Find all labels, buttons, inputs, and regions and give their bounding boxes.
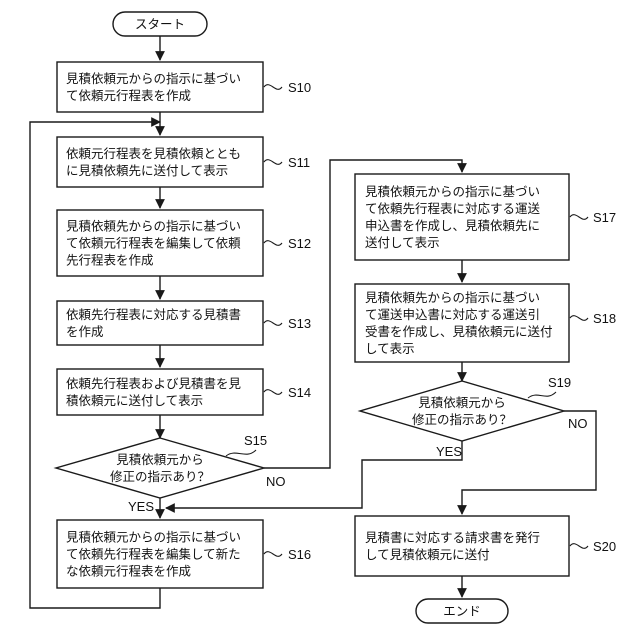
decision-s19: 見積依頼元から修正の指示あり？ S19 NO YES [360, 375, 588, 459]
text-line: 受書を作成し、見積依頼元に送付 [365, 324, 553, 339]
step-s14-leader [264, 390, 282, 395]
step-s12-id: S12 [288, 236, 311, 251]
text-line: て依頼先行程表に対応する運送 [365, 201, 541, 216]
start-label: スタート [135, 17, 185, 32]
text-line: を作成 [66, 324, 104, 339]
text-line: 見積依頼元からの指示に基づい [66, 71, 241, 86]
step-s16: 見積依頼元からの指示に基づいて依頼先行程表を編集して新たな依頼元行程表を作成 S… [57, 520, 311, 588]
step-s10: 見積依頼元からの指示に基づいて依頼元行程表を作成 S10 [57, 62, 311, 112]
step-s16-id: S16 [288, 547, 311, 562]
decision-s15: 見積依頼元から修正の指示あり？ S15 NO YES [56, 433, 286, 514]
text-line: て依頼元行程表を作成 [66, 88, 191, 103]
step-s12: 見積依頼先からの指示に基づいて依頼元行程表を編集して依頼先行程表を作成 S12 [57, 210, 311, 276]
step-s17-id: S17 [593, 210, 616, 225]
step-s12-leader [264, 241, 282, 246]
text-line: 申込書を作成し、見積依頼先に [365, 218, 540, 233]
step-s18-id: S18 [593, 311, 616, 326]
text-line: 修正の指示あり？ [412, 412, 512, 427]
end-label: エンド [443, 604, 481, 619]
text-line: 先行程表を作成 [66, 253, 154, 268]
text-line: て依頼元行程表を編集して依頼 [66, 236, 241, 251]
text-line: 見積依頼元から [418, 395, 506, 410]
step-s11: 依頼元行程表を見積依頼とともに見積依頼先に送付して表示 S11 [57, 137, 310, 187]
decision-s15-yes-label: YES [128, 499, 154, 514]
decision-s19-yes-label: YES [436, 444, 462, 459]
step-s20-leader [570, 544, 588, 549]
text-line: して見積依頼元に送付 [365, 547, 490, 562]
step-s17: 見積依頼元からの指示に基づいて依頼先行程表に対応する運送申込書を作成し、見積依頼… [355, 174, 616, 260]
decision-s19-id: S19 [548, 375, 571, 390]
step-s18: 見積依頼先からの指示に基づいて運送申込書に対応する運送引受書を作成し、見積依頼元… [355, 284, 616, 362]
end-terminal: エンド [416, 599, 508, 623]
step-s20-id: S20 [593, 539, 616, 554]
decision-s15-id: S15 [244, 433, 267, 448]
text-line: 見積依頼元からの指示に基づい [365, 184, 540, 199]
text-line: て依頼先行程表を編集して新た [66, 547, 241, 562]
step-s13: 依頼先行程表に対応する見積書を作成 S13 [57, 301, 311, 345]
start-terminal: スタート [113, 12, 207, 36]
step-s14: 依頼先行程表および見積書を見積依頼元に送付して表示 S14 [57, 369, 311, 415]
text-line: 見積依頼元からの指示に基づい [66, 530, 241, 545]
text-line: 修正の指示あり？ [110, 469, 210, 484]
step-s10-leader [264, 85, 282, 90]
step-s13-leader [264, 321, 282, 326]
decision-s19-leader [528, 392, 556, 398]
step-s10-id: S10 [288, 80, 311, 95]
step-s18-leader [570, 316, 588, 321]
text-line: て運送申込書に対応する運送引 [365, 307, 540, 322]
step-s13-id: S13 [288, 316, 311, 331]
step-s20: 見積書に対応する請求書を発行して見積依頼元に送付 S20 [355, 516, 616, 576]
text-line: 依頼元行程表を見積依頼ととも [66, 146, 241, 161]
step-s14-id: S14 [288, 385, 311, 400]
text-line: 積依頼元に送付して表示 [66, 393, 203, 408]
step-s11-leader [264, 160, 282, 165]
step-s16-leader [264, 552, 282, 557]
text-line: に見積依頼先に送付して表示 [66, 163, 228, 178]
step-s11-id: S11 [288, 155, 310, 170]
text-line: 送付して表示 [365, 235, 440, 250]
decision-s15-leader [226, 450, 256, 456]
text-line: 見積書に対応する請求書を発行 [365, 530, 540, 545]
text-line: 見積依頼元から [116, 452, 204, 467]
decision-s15-no-label: NO [266, 474, 286, 489]
text-line: 依頼先行程表に対応する見積書 [66, 307, 241, 322]
text-line: 見積依頼先からの指示に基づい [365, 290, 540, 305]
step-s17-leader [570, 215, 588, 220]
text-line: 依頼先行程表および見積書を見 [66, 376, 242, 391]
text-line: 見積依頼先からの指示に基づい [66, 219, 241, 234]
decision-s19-no-label: NO [568, 416, 588, 431]
text-line: な依頼元行程表を作成 [66, 564, 191, 579]
text-line: して表示 [365, 341, 415, 356]
